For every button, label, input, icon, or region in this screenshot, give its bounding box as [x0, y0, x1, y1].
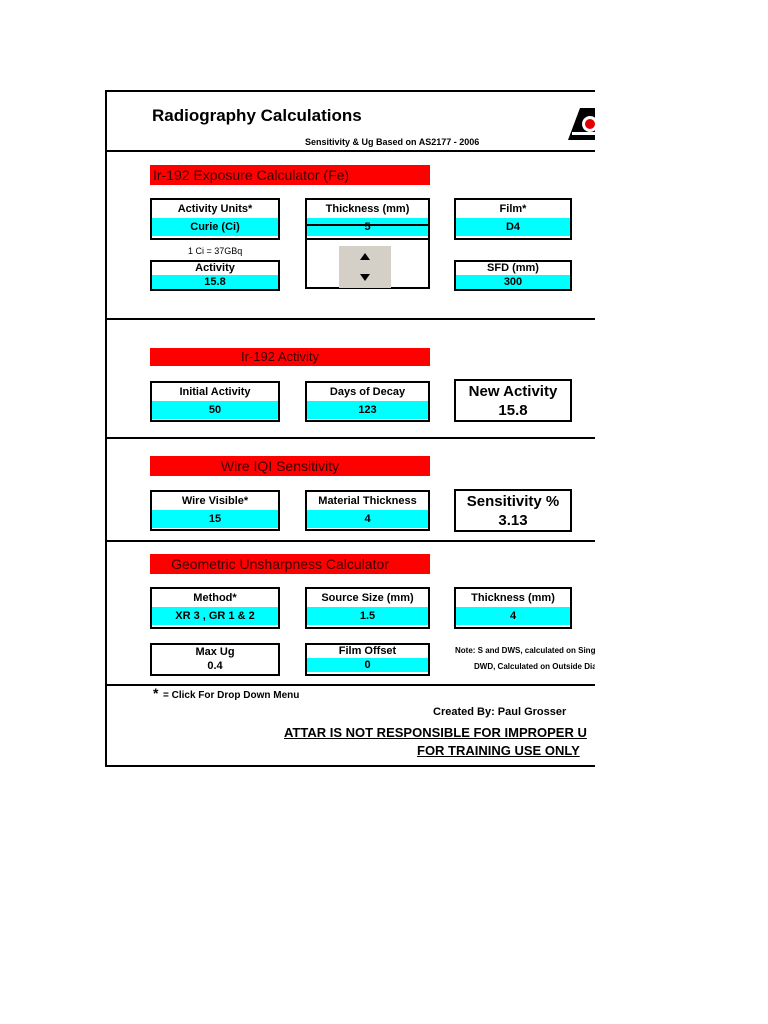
source-size-label: Source Size (mm): [321, 592, 414, 604]
spin-up-icon[interactable]: [339, 246, 391, 267]
wire-visible-label: Wire Visible*: [181, 495, 249, 507]
activity-box: Activity 15.8: [150, 260, 280, 291]
initial-activity-label: Initial Activity: [179, 386, 251, 398]
method-box: Method* XR 3 , GR 1 & 2: [150, 587, 280, 629]
film-label: Film*: [499, 203, 527, 215]
exposure-heading: Ir-192 Exposure Calculator (Fe): [150, 165, 430, 185]
thickness-value: 5: [307, 218, 428, 236]
disclaimer-line2: FOR TRAINING USE ONLY: [417, 743, 580, 758]
method-note-line1: Note: S and DWS, calculated on Single Wa: [455, 646, 595, 655]
film-offset-box: Film Offset 0: [305, 643, 430, 676]
film-box: Film* D4: [454, 198, 572, 240]
divider: [107, 318, 595, 320]
thickness-label: Thickness (mm): [325, 203, 410, 215]
ug-thickness-label: Thickness (mm): [471, 592, 555, 604]
disclaimer-line1: ATTAR IS NOT RESPONSIBLE FOR IMPROPER U: [284, 725, 587, 740]
initial-activity-box: Initial Activity 50: [150, 381, 280, 422]
method-note-line2: DWD, Calculated on Outside Diamet: [474, 662, 595, 671]
film-offset-label: Film Offset: [338, 645, 397, 657]
material-thickness-input[interactable]: 4: [307, 510, 428, 528]
source-size-input[interactable]: 1.5: [307, 607, 428, 625]
wire-visible-dropdown[interactable]: 15: [152, 510, 278, 528]
sensitivity-result: Sensitivity % 3.13: [454, 489, 572, 532]
spreadsheet-area: Radiography Calculations Sensitivity & U…: [105, 90, 595, 767]
thickness-spinner-frame: [305, 224, 430, 289]
ug-thickness-input[interactable]: 4: [456, 607, 570, 625]
ug-heading: Geometric Unsharpness Calculator: [150, 554, 430, 574]
initial-activity-input[interactable]: 50: [152, 401, 278, 419]
new-activity-label: New Activity: [468, 383, 558, 400]
dropdown-note: = Click For Drop Down Menu: [163, 690, 300, 701]
sfd-value[interactable]: 300: [456, 275, 570, 289]
days-decay-box: Days of Decay 123: [305, 381, 430, 422]
page-subtitle: Sensitivity & Ug Based on AS2177 - 2006: [305, 137, 480, 147]
activity-units-label: Activity Units*: [177, 203, 253, 215]
decay-heading: Ir-192 Activity: [150, 348, 430, 366]
max-ug-label: Max Ug: [195, 646, 235, 658]
ug-thickness-box: Thickness (mm) 4: [454, 587, 572, 629]
activity-label: Activity: [195, 262, 235, 274]
thickness-box: Thickness (mm) 5: [305, 198, 430, 240]
divider: [107, 150, 595, 152]
max-ug-box: Max Ug 0.4: [150, 643, 280, 676]
sfd-box: SFD (mm) 300: [454, 260, 572, 291]
divider: [107, 540, 595, 542]
spin-down-icon[interactable]: [339, 267, 391, 288]
new-activity-value: 15.8: [498, 402, 528, 419]
material-thickness-label: Material Thickness: [318, 495, 417, 507]
film-dropdown[interactable]: D4: [456, 218, 570, 236]
activity-units-box: Activity Units* Curie (Ci): [150, 198, 280, 240]
source-size-box: Source Size (mm) 1.5: [305, 587, 430, 629]
method-label: Method*: [193, 592, 237, 604]
activity-value: 15.8: [152, 275, 278, 289]
days-decay-input[interactable]: 123: [307, 401, 428, 419]
attar-logo-icon: [568, 108, 595, 140]
iqi-heading: Wire IQI Sensitivity: [150, 456, 430, 476]
material-thickness-box: Material Thickness 4: [305, 490, 430, 531]
sensitivity-value: 3.13: [498, 512, 528, 529]
divider: [107, 684, 595, 686]
days-decay-label: Days of Decay: [329, 386, 406, 398]
sensitivity-label: Sensitivity %: [466, 493, 560, 510]
activity-units-dropdown[interactable]: Curie (Ci): [152, 218, 278, 236]
film-offset-input[interactable]: 0: [307, 658, 428, 672]
thickness-spinner[interactable]: [339, 246, 391, 288]
sfd-label: SFD (mm): [487, 262, 539, 274]
conversion-note: 1 Ci = 37GBq: [188, 246, 243, 256]
max-ug-value: 0.4: [207, 660, 223, 672]
created-by: Created By: Paul Grosser: [433, 706, 567, 718]
page-title: Radiography Calculations: [152, 106, 362, 125]
wire-visible-box: Wire Visible* 15: [150, 490, 280, 531]
new-activity-result: New Activity 15.8: [454, 379, 572, 422]
divider: [107, 437, 595, 439]
asterisk-marker: *: [153, 685, 159, 701]
method-dropdown[interactable]: XR 3 , GR 1 & 2: [152, 607, 278, 625]
